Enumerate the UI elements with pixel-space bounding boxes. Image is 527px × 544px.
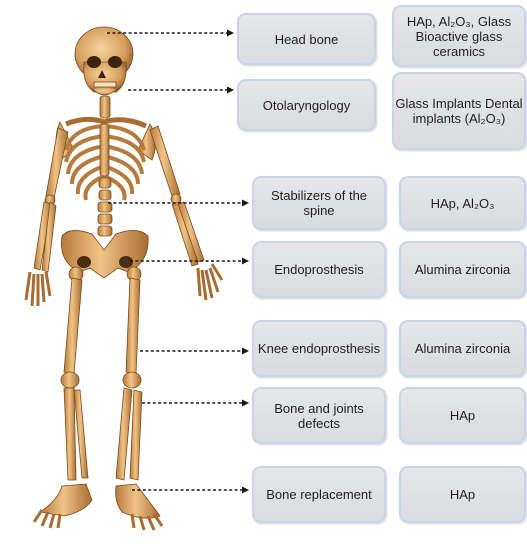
spine (98, 178, 112, 236)
site-box-bone-joint-defects: Bone and joints defects (252, 387, 386, 444)
site-label: Stabilizers of the spine (254, 188, 384, 218)
right-arm (150, 126, 222, 300)
material-box-bone-replacement: HAp (399, 466, 526, 523)
right-leg (116, 267, 162, 530)
site-label: Otolaryngology (263, 98, 350, 113)
site-box-bone-replacement: Bone replacement (252, 466, 386, 523)
site-box-spine-stabilizers: Stabilizers of the spine (252, 176, 386, 230)
site-label: Knee endoprosthesis (258, 341, 380, 356)
material-box-otolaryngology: Glass Implants Dental implants (Al₂O₃) (392, 72, 526, 150)
material-label: Alumina zirconia (415, 341, 510, 356)
site-label: Bone and joints defects (254, 401, 384, 431)
material-box-head-bone: HAp, Al₂O₃, Glass Bioactive glass cerami… (392, 5, 526, 67)
left-leg (34, 267, 92, 528)
skull (75, 27, 133, 95)
site-label: Bone replacement (266, 487, 372, 502)
material-box-knee-endoprosthesis: Alumina zirconia (399, 320, 526, 377)
site-box-endoprosthesis: Endoprosthesis (252, 241, 386, 298)
site-label: Endoprosthesis (274, 262, 364, 277)
site-label: Head bone (275, 32, 339, 47)
material-label: Alumina zirconia (415, 262, 510, 277)
site-box-knee-endoprosthesis: Knee endoprosthesis (252, 320, 386, 377)
material-label: HAp (450, 487, 475, 502)
left-arm (26, 128, 68, 306)
material-box-endoprosthesis: Alumina zirconia (399, 241, 526, 298)
material-label: HAp, Al₂O₃, Glass Bioactive glass cerami… (394, 14, 524, 59)
material-box-spine-stabilizers: HAp, Al₂O₃ (399, 176, 526, 230)
material-label: HAp (450, 408, 475, 423)
material-label: Glass Implants Dental implants (Al₂O₃) (394, 96, 524, 126)
material-box-bone-joint-defects: HAp (399, 387, 526, 444)
site-box-otolaryngology: Otolaryngology (237, 79, 376, 131)
site-box-head-bone: Head bone (237, 13, 376, 65)
material-label: HAp, Al₂O₃ (431, 196, 495, 211)
